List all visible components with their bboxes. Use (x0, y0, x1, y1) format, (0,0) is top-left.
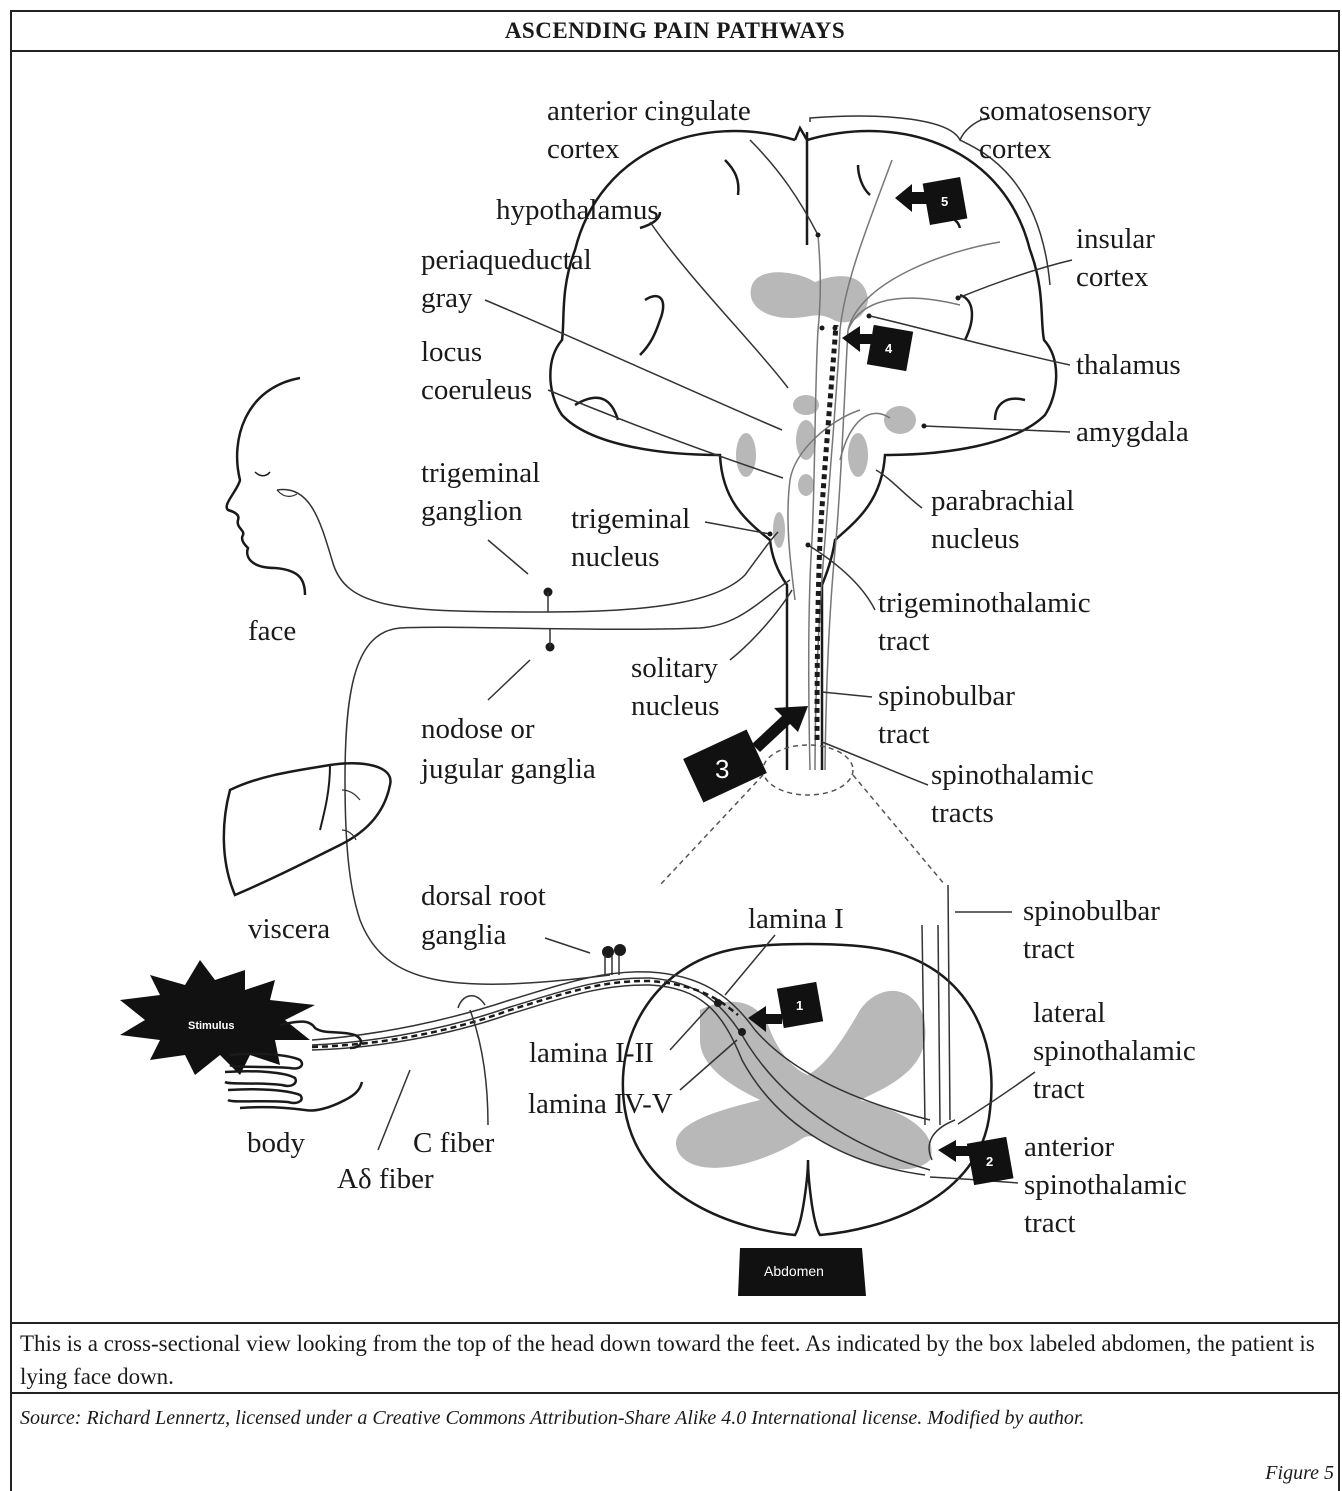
label-dorsal-root-ganglia: dorsal root ganglia (421, 880, 553, 951)
face-profile (227, 378, 305, 595)
label-lamina-i: lamina I (748, 903, 844, 935)
svg-text:1: 1 (796, 998, 803, 1013)
label-amygdala: amygdala (1076, 416, 1189, 448)
label-trigeminal-nucleus: trigeminal nucleus (571, 503, 697, 573)
label-locus-coeruleus: locus coeruleus (421, 336, 532, 406)
label-spinothalamic-tracts: spinothalamic tracts (931, 759, 1101, 829)
svg-text:4: 4 (885, 341, 893, 356)
label-trigeminothalamic-tract: trigeminothalamic tract (878, 587, 1098, 657)
zoom-ellipse (763, 745, 853, 795)
svg-text:Abdomen: Abdomen (764, 1263, 824, 1279)
label-spinobulbar-tract-lower: spinobulbar tract (1023, 895, 1167, 965)
figure-title-text: ASCENDING PAIN PATHWAYS (505, 18, 845, 44)
label-spinobulbar-tract-upper: spinobulbar tract (878, 680, 1022, 750)
label-viscera: viscera (248, 913, 330, 945)
abdomen-box: Abdomen (738, 1248, 866, 1296)
svg-text:2: 2 (986, 1154, 993, 1169)
amygdala-shape (884, 406, 916, 434)
figure-caption: This is a cross-sectional view looking f… (10, 1322, 1340, 1394)
brain-tracts (788, 160, 1000, 770)
a-delta-fiber-dashed (312, 981, 738, 1047)
label-parabrachial-nucleus: parabrachial nucleus (931, 485, 1082, 555)
face-eye (255, 472, 270, 476)
locus-coeruleus-shape (798, 474, 814, 496)
figure-title: ASCENDING PAIN PATHWAYS (10, 10, 1340, 52)
label-thalamus: thalamus (1076, 349, 1181, 381)
stimulus-label: Stimulus (188, 1020, 234, 1032)
brain-nuclei (736, 272, 916, 548)
label-anterior-spinothalamic-tract: anterior spinothalamic tract (1024, 1131, 1194, 1239)
label-body: body (247, 1127, 306, 1159)
label-lamina-i-ii: lamina I-II (529, 1037, 654, 1069)
figure-number: Figure 5 (1265, 1457, 1334, 1489)
left-nucleus-shape (736, 433, 756, 477)
arrow-step-1: 1 (748, 982, 823, 1032)
label-c-fiber: C fiber (413, 1127, 495, 1159)
parabrachial-nucleus-shape (848, 433, 868, 477)
trigeminal-nucleus-shape (773, 512, 785, 548)
trigeminal-nerve (277, 490, 778, 612)
label-trigeminal-ganglion: trigeminal ganglion (421, 457, 547, 527)
svg-text:5: 5 (941, 194, 948, 209)
arrow-step-4: 4 (842, 325, 913, 371)
source-credit: Source: Richard Lennertz, licensed under… (20, 1402, 1140, 1434)
liver-shape (224, 763, 391, 895)
svg-text:3: 3 (715, 754, 729, 784)
label-lateral-spinothalamic-tract: lateral spinothalamic tract (1033, 997, 1203, 1105)
dorsal-root-ganglia-shape (602, 944, 626, 975)
label-hypothalamus: hypothalamus (496, 194, 659, 226)
label-a-delta-fiber: Aδ fiber (337, 1163, 434, 1195)
label-solitary-nucleus: solitary nucleus (631, 652, 725, 722)
label-face: face (248, 615, 296, 647)
source-block: Source: Richard Lennertz, licensed under… (10, 1396, 1340, 1491)
label-periaqueductal-gray: periaqueductal gray (421, 244, 599, 314)
label-nodose-or-jugular-ganglia: nodose or jugular ganglia (420, 713, 596, 785)
label-somatosensory-cortex: somatosensory cortex (979, 95, 1159, 165)
pain-pathway-diagram: Stimulus (12, 52, 1338, 1322)
label-lamina-iv-v: lamina IV-V (528, 1088, 673, 1120)
arrow-step-5: 5 (895, 177, 967, 225)
label-insular-cortex: insular cortex (1076, 223, 1162, 293)
stimulus-starburst (120, 960, 315, 1075)
